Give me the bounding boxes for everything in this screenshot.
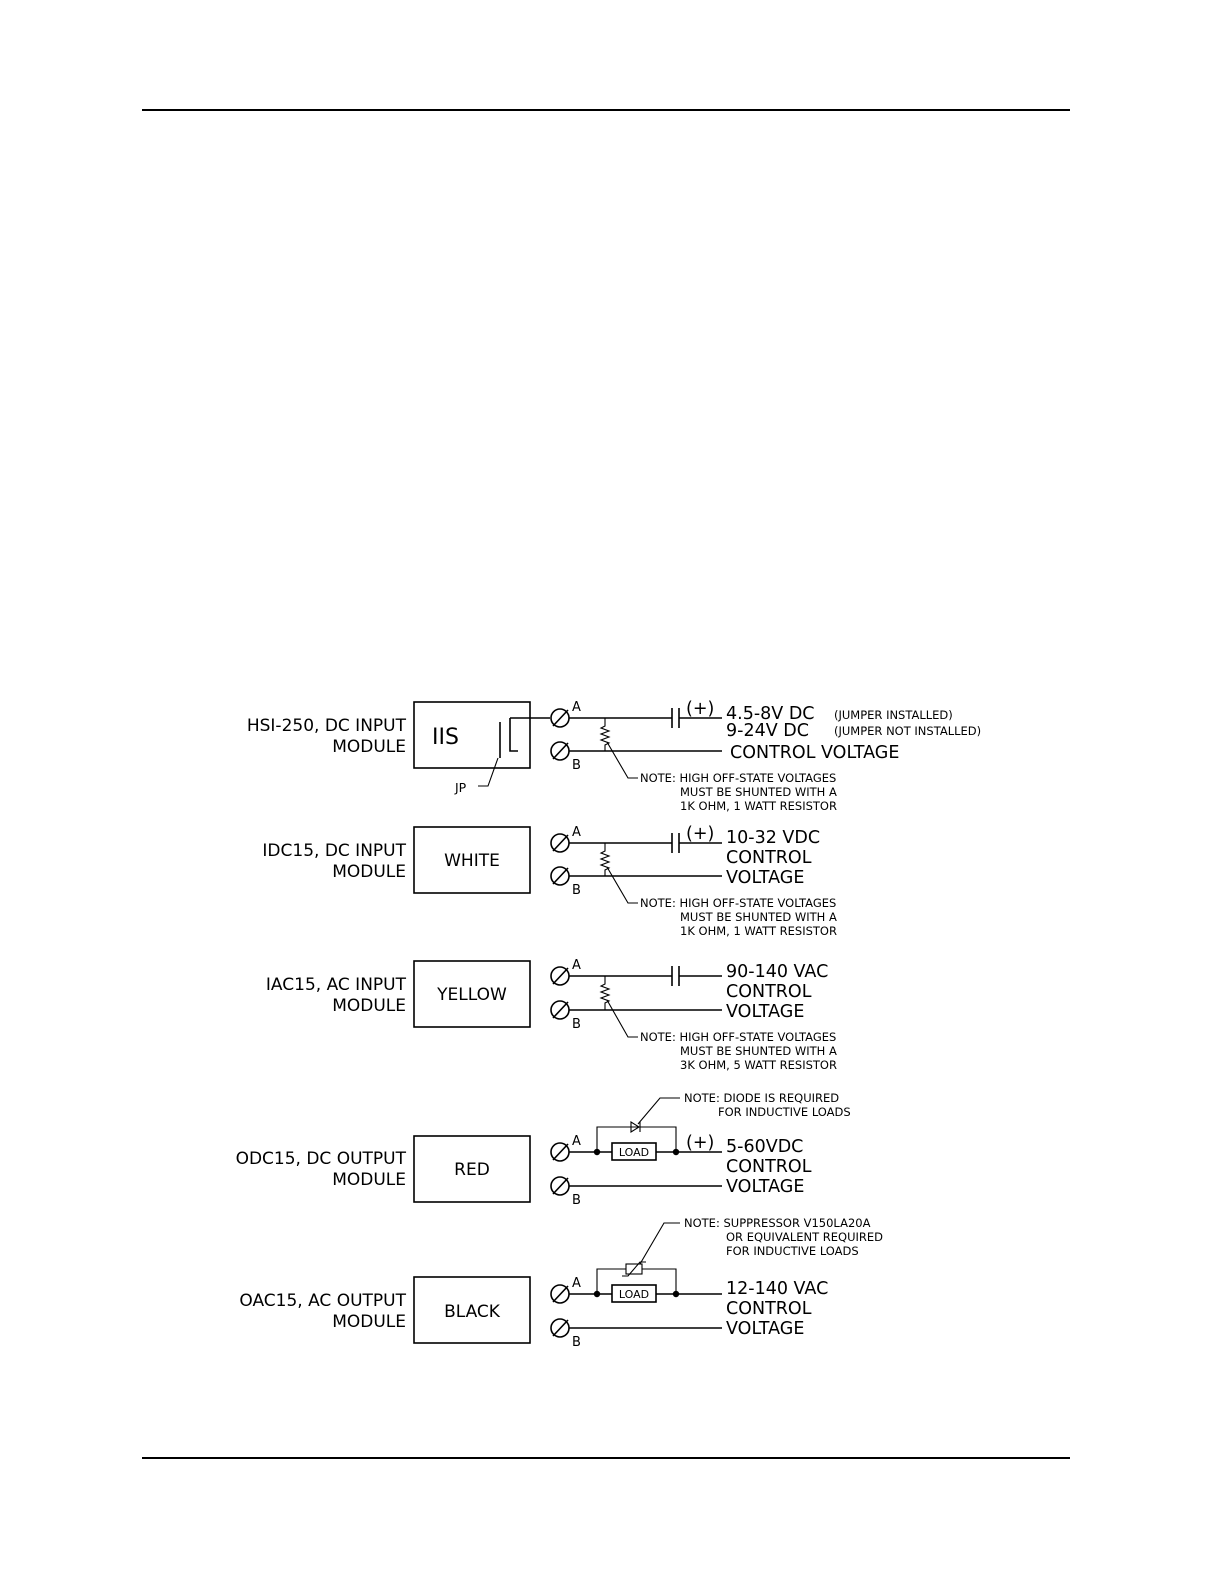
jumper-wire bbox=[509, 718, 518, 752]
note-line3: 3K OHM, 5 WATT RESISTOR bbox=[680, 1058, 837, 1072]
terminal-b-label: B bbox=[572, 1017, 581, 1032]
module-name-line2: MODULE bbox=[332, 1312, 406, 1332]
note-leader bbox=[606, 866, 638, 904]
terminal-a-slot bbox=[552, 1143, 569, 1161]
polarity: (+) bbox=[686, 1133, 714, 1153]
terminal-a-label: A bbox=[572, 958, 581, 973]
module-box bbox=[413, 960, 531, 1028]
resistor bbox=[599, 718, 611, 751]
jumper-leader bbox=[478, 757, 499, 787]
terminal-a-label: A bbox=[572, 1134, 581, 1149]
module-name-line1: IAC15, AC INPUT bbox=[266, 975, 407, 995]
voltage-line2: CONTROL bbox=[726, 1157, 812, 1177]
terminal-b-label: B bbox=[572, 1335, 581, 1350]
module-box-label: YELLOW bbox=[436, 985, 507, 1005]
note-line2: OR EQUIVALENT REQUIRED bbox=[726, 1230, 883, 1244]
module-box-label: RED bbox=[454, 1160, 490, 1180]
module-box-label: BLACK bbox=[444, 1302, 501, 1322]
terminal-a-slot bbox=[552, 834, 569, 852]
terminal-a-slot bbox=[552, 1285, 569, 1303]
module-box bbox=[413, 701, 531, 769]
voltage-line1-note: (JUMPER INSTALLED) bbox=[834, 708, 953, 722]
terminal-b-slot bbox=[552, 742, 569, 760]
voltage-line2: 9-24V DC bbox=[726, 721, 809, 741]
suppressor-icon bbox=[625, 1263, 643, 1275]
terminal-a-label: A bbox=[572, 825, 581, 840]
note-line2: MUST BE SHUNTED WITH A bbox=[680, 1044, 837, 1058]
voltage-line2: CONTROL bbox=[726, 1299, 812, 1319]
voltage-line2-note: (JUMPER NOT INSTALLED) bbox=[834, 724, 981, 738]
polarity: (+) bbox=[686, 699, 714, 719]
terminal-b-slot bbox=[552, 1319, 569, 1337]
note-line3: 1K OHM, 1 WATT RESISTOR bbox=[680, 924, 837, 938]
module-box bbox=[413, 1135, 531, 1203]
note-line2: MUST BE SHUNTED WITH A bbox=[680, 785, 837, 799]
terminal-b-slot bbox=[552, 1001, 569, 1019]
note-line3: 1K OHM, 1 WATT RESISTOR bbox=[680, 799, 837, 813]
voltage-line2: CONTROL bbox=[726, 848, 812, 868]
terminal-b-label: B bbox=[572, 758, 581, 773]
note-line1: NOTE: SUPPRESSOR V150LA20A bbox=[684, 1216, 871, 1230]
terminal-a-label: A bbox=[572, 1276, 581, 1291]
voltage-line3: VOLTAGE bbox=[726, 868, 804, 888]
terminal-a-slot bbox=[552, 709, 569, 727]
note-leader bbox=[606, 999, 638, 1038]
module-box bbox=[413, 1276, 531, 1344]
suppressor-wire-left bbox=[596, 1268, 626, 1294]
polarity: (+) bbox=[686, 824, 714, 844]
voltage-line3: CONTROL VOLTAGE bbox=[730, 743, 899, 763]
voltage-line3: VOLTAGE bbox=[726, 1177, 804, 1197]
note-line2: FOR INDUCTIVE LOADS bbox=[718, 1105, 851, 1119]
note-leader bbox=[637, 1097, 680, 1125]
module-iac15: IAC15, AC INPUT MODULE YELLOW A B NOTE: … bbox=[266, 958, 837, 1072]
module-odc15: NOTE: DIODE IS REQUIRED FOR INDUCTIVE LO… bbox=[236, 1091, 851, 1208]
terminal-a-slot bbox=[552, 967, 569, 985]
voltage-line1: 90-140 VAC bbox=[726, 962, 828, 982]
module-name-line1: OAC15, AC OUTPUT bbox=[239, 1291, 406, 1311]
load-label: LOAD bbox=[619, 1288, 649, 1301]
module-name-line2: MODULE bbox=[332, 996, 406, 1016]
load-label: LOAD bbox=[619, 1146, 649, 1159]
suppressor-slash bbox=[622, 1261, 646, 1277]
module-name-line1: ODC15, DC OUTPUT bbox=[236, 1149, 407, 1169]
voltage-line1: 5-60VDC bbox=[726, 1137, 803, 1157]
note-line2: MUST BE SHUNTED WITH A bbox=[680, 910, 837, 924]
module-name-line2: MODULE bbox=[332, 737, 406, 757]
note-line1: NOTE: HIGH OFF-STATE VOLTAGES bbox=[640, 896, 836, 910]
resistor bbox=[599, 976, 611, 1010]
voltage-line1: 10-32 VDC bbox=[726, 828, 820, 848]
jumper-label: JP bbox=[454, 780, 467, 795]
note-leader bbox=[606, 741, 638, 779]
module-oac15: NOTE: SUPPRESSOR V150LA20A OR EQUIVALENT… bbox=[239, 1216, 883, 1350]
module-hsi-250: HSI-250, DC INPUT MODULE IIS JP A B NOTE… bbox=[247, 699, 981, 813]
note-leader bbox=[639, 1222, 680, 1265]
diode-bypass-wire bbox=[596, 1126, 677, 1152]
voltage-line3: VOLTAGE bbox=[726, 1319, 804, 1339]
module-box-label: IIS bbox=[432, 725, 459, 750]
voltage-line1: 12-140 VAC bbox=[726, 1279, 828, 1299]
resistor bbox=[599, 843, 611, 876]
voltage-line1: 4.5-8V DC bbox=[726, 704, 815, 724]
voltage-line3: VOLTAGE bbox=[726, 1002, 804, 1022]
note-line3: FOR INDUCTIVE LOADS bbox=[726, 1244, 859, 1258]
terminal-b-label: B bbox=[572, 1193, 581, 1208]
note-line1: NOTE: HIGH OFF-STATE VOLTAGES bbox=[640, 1030, 836, 1044]
module-name-line2: MODULE bbox=[332, 862, 406, 882]
module-name-line2: MODULE bbox=[332, 1170, 406, 1190]
note-line1: NOTE: HIGH OFF-STATE VOLTAGES bbox=[640, 771, 836, 785]
module-box-label: WHITE bbox=[444, 851, 500, 871]
module-idc15: IDC15, DC INPUT MODULE WHITE A B NOTE: H… bbox=[262, 824, 837, 938]
module-name-line1: HSI-250, DC INPUT bbox=[247, 716, 407, 736]
note-line1: NOTE: DIODE IS REQUIRED bbox=[684, 1091, 839, 1105]
terminal-b-slot bbox=[552, 867, 569, 885]
module-name-line1: IDC15, DC INPUT bbox=[262, 841, 406, 861]
terminal-b-label: B bbox=[572, 883, 581, 898]
diode-icon bbox=[630, 1121, 641, 1133]
terminal-b-slot bbox=[552, 1177, 569, 1195]
terminal-a-label: A bbox=[572, 700, 581, 715]
suppressor-wire-right bbox=[642, 1268, 677, 1294]
module-box bbox=[413, 826, 531, 894]
voltage-line2: CONTROL bbox=[726, 982, 812, 1002]
